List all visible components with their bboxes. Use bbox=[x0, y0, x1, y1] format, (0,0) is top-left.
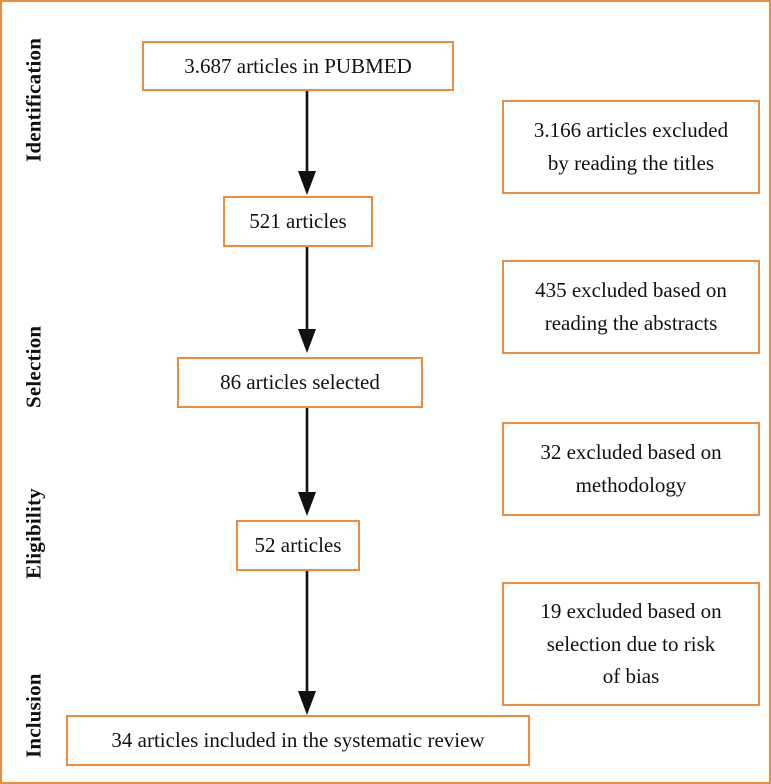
node-full-text-assessed: 52 articles bbox=[236, 520, 360, 571]
stage-label-text: Inclusion bbox=[21, 673, 46, 759]
arrow-full-text-to-included bbox=[296, 571, 318, 717]
node-excluded-risk-of-bias: 19 excluded based on selection due to ri… bbox=[502, 582, 760, 706]
stage-label-selection: Selection bbox=[2, 302, 66, 432]
node-text-line-2: selection due to risk bbox=[546, 631, 716, 656]
stage-label-eligibility: Eligibility bbox=[2, 464, 66, 604]
node-text-line-2: reading the abstracts bbox=[544, 311, 718, 335]
node-text-line-1: 19 excluded based on bbox=[540, 599, 722, 624]
node-text-line-1: 32 excluded based on bbox=[540, 440, 722, 465]
stage-label-text: Identification bbox=[21, 37, 46, 162]
node-excluded-methodology: 32 excluded based on methodology bbox=[502, 422, 760, 516]
stage-label-identification: Identification bbox=[2, 12, 66, 187]
node-text: 3.687 articles in PUBMED bbox=[184, 53, 412, 78]
node-text: 34 articles included in the systematic r… bbox=[111, 728, 485, 753]
node-text-line-3: of bias bbox=[602, 664, 660, 689]
arrow-screened-to-selected bbox=[296, 247, 318, 355]
stage-label-text: Selection bbox=[21, 325, 46, 409]
node-studies-included: 34 articles included in the systematic r… bbox=[66, 715, 530, 766]
node-text-line-1: 435 excluded based on bbox=[535, 278, 727, 303]
node-text-line-2: methodology bbox=[575, 473, 687, 497]
node-text: 86 articles selected bbox=[220, 370, 380, 395]
arrow-selected-to-full-text bbox=[296, 408, 318, 518]
node-text: 521 articles bbox=[249, 209, 347, 234]
stage-label-text: Eligibility bbox=[21, 488, 46, 580]
node-text: 52 articles bbox=[254, 533, 342, 558]
node-text-line-2: by reading the titles bbox=[547, 151, 715, 175]
node-records-screened: 521 articles bbox=[223, 196, 373, 247]
node-excluded-abstracts: 435 excluded based on reading the abstra… bbox=[502, 260, 760, 354]
node-excluded-titles: 3.166 articles excluded by reading the t… bbox=[502, 100, 760, 194]
node-text-line-1: 3.166 articles excluded bbox=[533, 118, 729, 143]
node-articles-selected: 86 articles selected bbox=[177, 357, 423, 408]
stage-label-inclusion: Inclusion bbox=[2, 652, 66, 780]
node-records-identified: 3.687 articles in PUBMED bbox=[142, 41, 454, 91]
arrow-records-identified-to-screened bbox=[296, 91, 318, 197]
